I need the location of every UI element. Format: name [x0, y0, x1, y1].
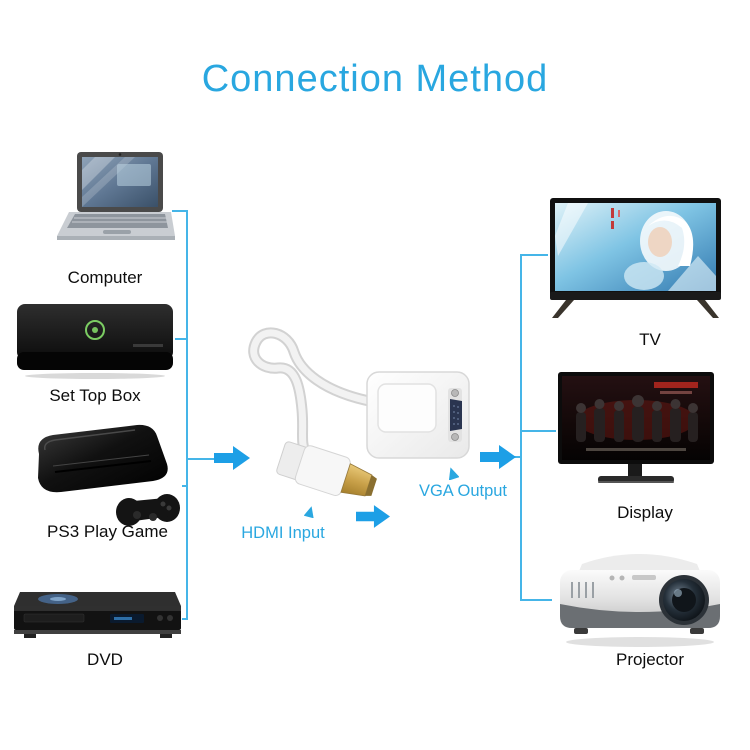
hdmi-right-arrow-icon — [356, 505, 390, 528]
label-dvd: DVD — [87, 650, 123, 669]
computer-connector-line — [172, 210, 188, 212]
laptop-icon — [55, 150, 175, 260]
right-right-arrow-icon — [480, 445, 516, 469]
display-connector-line — [522, 430, 556, 432]
vga-output-label: VGA Output — [418, 482, 508, 500]
vga-pointer-arrow-icon — [446, 467, 459, 480]
projector-connector-line — [522, 599, 552, 601]
left-right-arrow-icon — [214, 446, 250, 470]
set-top-box-connector-line — [175, 338, 188, 340]
hdmi-pointer-arrow-icon — [304, 506, 316, 518]
tv-icon — [548, 196, 723, 324]
tv-connector-line — [522, 254, 548, 256]
right-bracket-line — [520, 254, 522, 601]
set-top-box-icon — [15, 300, 175, 380]
label-display: Display — [617, 503, 673, 522]
page-title: Connection Method — [201, 58, 549, 100]
label-computer: Computer — [67, 268, 143, 287]
dvd-player-icon — [10, 588, 185, 646]
monitor-icon — [556, 370, 716, 492]
ps3-console-icon — [25, 420, 185, 532]
left-bracket-line — [186, 210, 188, 620]
ps3-connector-line — [182, 485, 188, 487]
label-set-top-box: Set Top Box — [49, 386, 141, 405]
hdmi-input-label: HDMI Input — [241, 524, 325, 542]
label-tv: TV — [639, 330, 661, 349]
label-ps3: PS3 Play Game — [47, 522, 168, 541]
label-projector: Projector — [615, 650, 685, 669]
dvd-connector-line — [182, 618, 188, 620]
hdmi-vga-adapter-icon — [212, 300, 512, 560]
projector-icon — [552, 542, 727, 650]
left-feed-line — [188, 458, 214, 460]
right-feed-line — [514, 456, 522, 458]
